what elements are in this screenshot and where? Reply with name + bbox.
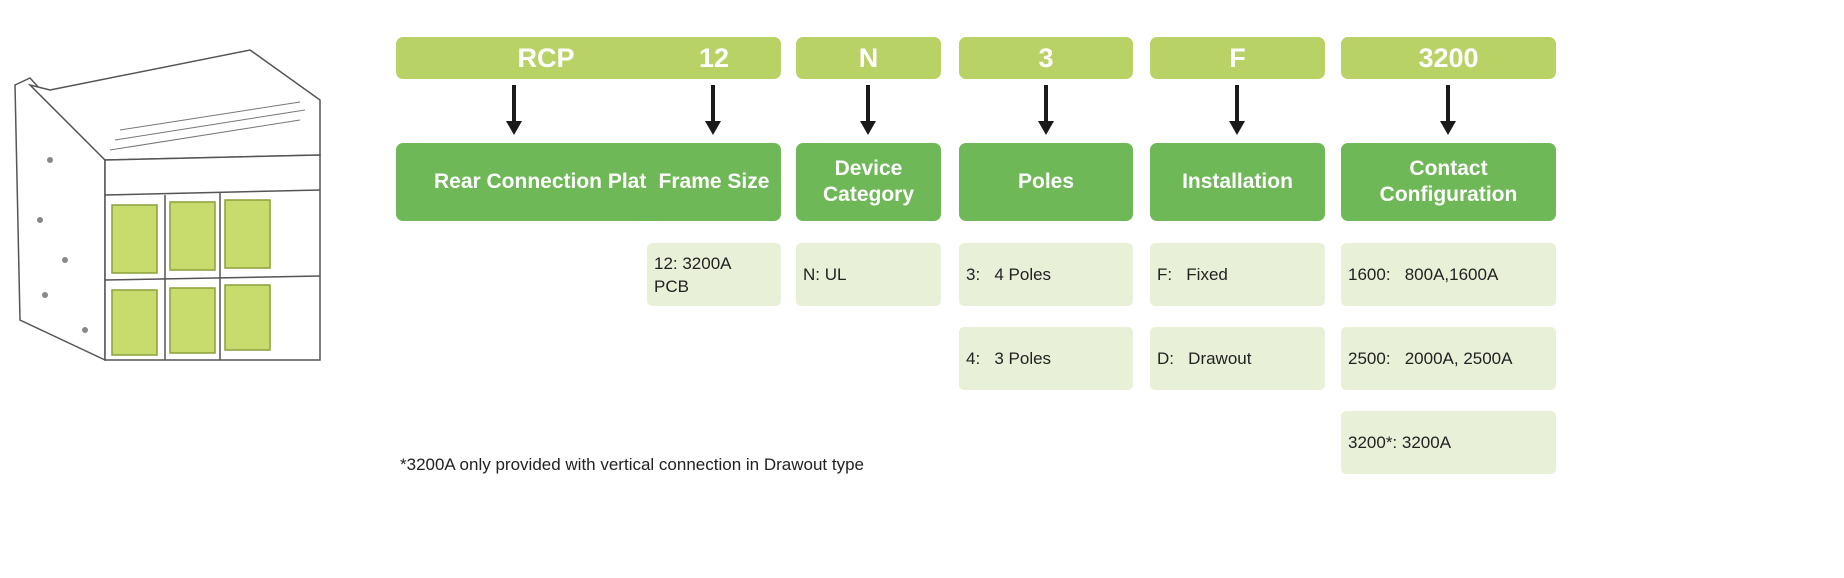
code-poles: 3 xyxy=(959,37,1133,79)
label-poles: Poles xyxy=(959,143,1133,221)
arrow-down-icon xyxy=(1229,85,1245,135)
label-contact-configuration: Contact Configuration xyxy=(1341,143,1556,221)
option-3200: 3200*: 3200A xyxy=(1341,411,1556,474)
label-rear-connection-plate: Rear Connection Plate xyxy=(396,143,696,221)
code-installation: F xyxy=(1150,37,1325,79)
option-2500: 2500: 2000A, 2500A xyxy=(1341,327,1556,390)
arrow-down-icon xyxy=(1038,85,1054,135)
code-contact-configuration: 3200 xyxy=(1341,37,1556,79)
arrow-down-icon xyxy=(705,85,721,135)
code-frame-size: 12 xyxy=(647,37,781,79)
option-drawout: D: Drawout xyxy=(1150,327,1325,390)
breaker-rear-connection-illustration xyxy=(14,49,321,362)
option-1600: 1600: 800A,1600A xyxy=(1341,243,1556,306)
label-device-category: Device Category xyxy=(796,143,941,221)
option-fixed: F: Fixed xyxy=(1150,243,1325,306)
label-frame-size: Frame Size xyxy=(647,143,781,221)
arrow-down-icon xyxy=(1440,85,1456,135)
footnote: *3200A only provided with vertical conne… xyxy=(400,455,864,474)
arrow-down-icon xyxy=(506,85,522,135)
option-device-category: N: UL xyxy=(796,243,941,306)
option-poles-4: 3: 4 Poles xyxy=(959,243,1133,306)
arrow-down-icon xyxy=(860,85,876,135)
code-rcp: RCP xyxy=(396,37,696,79)
option-frame-size: 12: 3200A PCB xyxy=(647,243,781,306)
option-poles-3: 4: 3 Poles xyxy=(959,327,1133,390)
label-installation: Installation xyxy=(1150,143,1325,221)
code-device-category: N xyxy=(796,37,941,79)
